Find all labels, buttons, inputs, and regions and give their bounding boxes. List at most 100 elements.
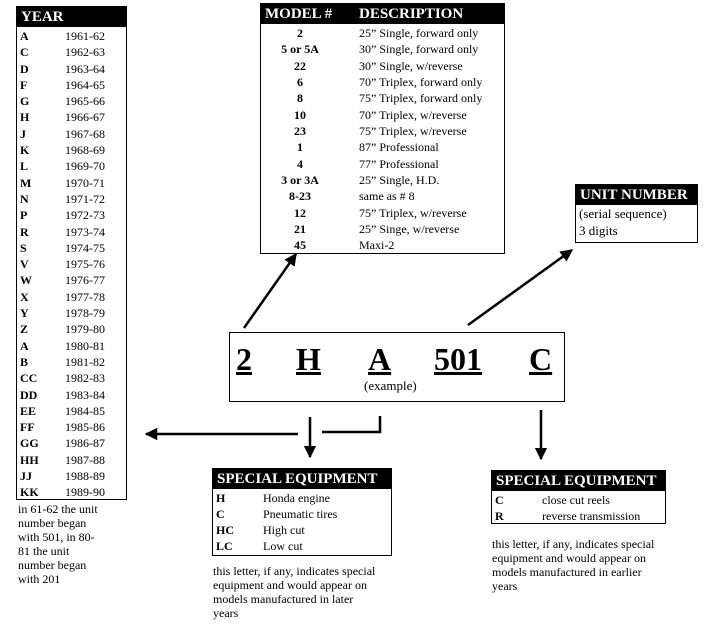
- year-code: H: [20, 110, 30, 125]
- year-code: C: [20, 45, 29, 60]
- year-row: HH 1987-88: [17, 452, 126, 468]
- year-code: P: [20, 208, 28, 223]
- model-row: 8-23 same as # 8: [261, 188, 504, 204]
- serial-example-box: 2 H A 501 C (example): [229, 332, 565, 402]
- serial-earlier-equipment-code: C: [529, 341, 553, 377]
- model-number: 5 or 5A: [281, 42, 319, 57]
- arrow-to-model: [242, 252, 298, 329]
- special-equipment-later-header: SPECIAL EQUIPMENT: [213, 469, 391, 489]
- year-range: 1968-69: [65, 143, 105, 158]
- model-description: 75” Triplex, w/reverse: [359, 205, 467, 220]
- model-number: 8: [297, 91, 303, 106]
- special-later-note: this letter, if any, indicates special e…: [213, 564, 376, 620]
- year-range: 1979-80: [65, 322, 105, 337]
- model-description: 25” Single, H.D.: [359, 173, 440, 188]
- year-range: 1972-73: [65, 208, 105, 223]
- model-description: 70” Triplex, w/reverse: [359, 107, 467, 122]
- year-code: JJ: [20, 469, 32, 484]
- model-description: same as # 8: [359, 189, 415, 204]
- unit-number-line1: (serial sequence): [579, 206, 667, 221]
- year-code: A: [20, 29, 29, 43]
- model-description: 87” Professional: [359, 140, 439, 155]
- special-equipment-description: reverse transmission: [542, 509, 641, 523]
- special-equipment-description: close cut reels: [542, 493, 610, 507]
- model-number: 4: [297, 156, 303, 171]
- year-code: A: [20, 338, 29, 353]
- model-number: 3 or 3A: [281, 173, 319, 188]
- year-range: 1964-65: [65, 77, 105, 92]
- year-range: 1977-78: [65, 289, 105, 304]
- serial-unit-number: 501: [434, 341, 482, 377]
- year-range: 1982-83: [65, 371, 105, 386]
- year-code: R: [20, 224, 29, 239]
- year-range: 1981-82: [65, 354, 105, 369]
- year-row: P 1972-73: [17, 207, 126, 223]
- year-code: GG: [20, 436, 39, 451]
- year-row: A 1980-81: [17, 338, 126, 354]
- model-number: 8-23: [289, 189, 311, 204]
- year-range: 1976-77: [65, 273, 105, 288]
- unit-number-box: UNIT NUMBER (serial sequence) 3 digits: [575, 184, 698, 243]
- model-description: 30” Single, forward only: [359, 42, 479, 57]
- model-number: 22: [294, 58, 306, 73]
- special-equipment-earlier-header: SPECIAL EQUIPMENT: [492, 471, 665, 491]
- year-code: W: [20, 273, 32, 288]
- year-range: 1973-74: [65, 224, 105, 239]
- special-equipment-code: C: [216, 507, 225, 521]
- year-range: 1988-89: [65, 469, 105, 484]
- year-range: 1985-86: [65, 420, 105, 435]
- year-range: 1989-90: [65, 485, 105, 500]
- year-code: Y: [20, 306, 29, 321]
- year-range: 1987-88: [65, 452, 105, 467]
- connector-later-equip: [322, 416, 382, 434]
- year-code: DD: [20, 387, 38, 402]
- year-code: KK: [20, 485, 39, 500]
- year-code: M: [20, 175, 32, 190]
- special-equipment-code: R: [495, 509, 504, 523]
- year-code: HH: [20, 452, 39, 467]
- model-row: 3 or 3A 25” Single, H.D.: [261, 172, 504, 188]
- model-number: 2: [297, 26, 303, 40]
- model-description: Maxi-2: [359, 238, 395, 253]
- year-range: 1980-81: [65, 338, 105, 353]
- model-number: 1: [297, 140, 303, 155]
- model-number: 21: [294, 222, 306, 237]
- year-code: F: [20, 77, 28, 92]
- year-range: 1965-66: [65, 94, 105, 109]
- year-row: F 1964-65: [17, 77, 126, 93]
- model-number: 23: [294, 124, 306, 139]
- year-code: N: [20, 191, 29, 206]
- year-range: 1966-67: [65, 110, 105, 125]
- special-equipment-code: LC: [216, 539, 233, 553]
- year-code: D: [20, 61, 29, 76]
- year-code: V: [20, 257, 29, 272]
- model-row: 5 or 5A 30” Single, forward only: [261, 41, 504, 57]
- model-number: 6: [297, 75, 303, 90]
- year-code: B: [20, 354, 29, 369]
- year-range: 1984-85: [65, 403, 105, 418]
